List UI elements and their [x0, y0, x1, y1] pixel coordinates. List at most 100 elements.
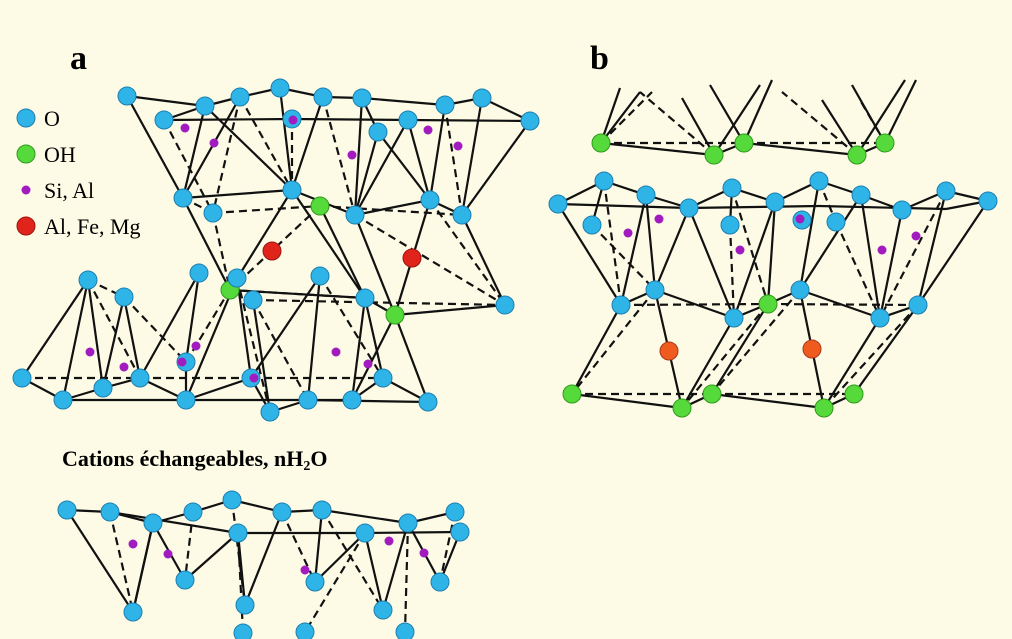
hidden-bond-line [620, 302, 769, 307]
oxygen-atom [418, 392, 438, 412]
bond-line [711, 303, 769, 395]
hidden-bond-line [163, 119, 214, 214]
oxygen-atom [233, 623, 253, 639]
hidden-bond-line [403, 522, 410, 633]
silicon-aluminium-atom [209, 138, 219, 148]
legend-label-octahedral-cations: Al, Fe, Mg [44, 214, 141, 239]
panel-label-a: a [70, 40, 87, 77]
bond-line [460, 97, 484, 216]
oxygen-atom [720, 215, 740, 235]
oxygen-atom [450, 522, 470, 542]
hidden-bond-line [429, 199, 506, 306]
oxygen-atom [495, 295, 515, 315]
octahedral-cation-atom [262, 241, 282, 261]
bond-line [654, 288, 735, 320]
oxygen-atom [582, 215, 602, 235]
oxygen-atom [373, 600, 393, 620]
octahedral-cation-atom [402, 248, 422, 268]
silicon-aluminium-atom [21, 185, 31, 195]
bond-line [600, 141, 715, 157]
bond-line [859, 194, 882, 319]
oxygen-atom [57, 500, 77, 520]
oxygen-atom [430, 572, 450, 592]
bond-line [361, 96, 446, 107]
silicon-aluminium-atom [654, 214, 664, 224]
oxygen-atom [445, 502, 465, 522]
bond-line [353, 131, 380, 216]
oxygen-atom [472, 88, 492, 108]
bond-line [818, 204, 947, 211]
hydroxyl-atom [16, 144, 36, 164]
hydroxyl-atom [875, 133, 895, 153]
oxygen-atom [176, 390, 196, 410]
octahedral-cation-atom [16, 216, 36, 236]
bond-line [243, 511, 284, 606]
silicon-aluminium-atom [177, 357, 187, 367]
oxygen-atom [53, 390, 73, 410]
bond-line [394, 303, 506, 317]
silicon-aluminium-atom [363, 359, 373, 369]
oxygen-atom [645, 280, 665, 300]
bond-line [407, 118, 531, 123]
oxygen-atom [594, 171, 614, 191]
caption-suffix: O [310, 446, 328, 471]
bond-line [732, 201, 777, 319]
silicon-aluminium-atom [119, 362, 129, 372]
oxygen-atom [260, 402, 280, 422]
silicon-aluminium-atom [163, 549, 173, 559]
hydroxyl-atom [844, 384, 864, 404]
silicon-aluminium-atom [911, 231, 921, 241]
silicon-aluminium-atom [331, 347, 341, 357]
bond-line [688, 204, 820, 210]
oxygen-atom [143, 513, 163, 533]
bond-line [599, 87, 622, 144]
oxygen-atom [398, 110, 418, 130]
oxygen-atom [312, 500, 332, 520]
oxygen-atom [100, 502, 120, 522]
hydroxyl-atom [814, 398, 834, 418]
hidden-bond-line [183, 511, 195, 581]
bond-line [235, 277, 253, 379]
bond-line [681, 97, 715, 156]
bond-line [557, 203, 622, 306]
bond-line [799, 194, 862, 291]
bond-line [350, 297, 367, 401]
oxygen-atom [398, 513, 418, 533]
oxygen-atom [154, 110, 174, 130]
bond-line [406, 119, 432, 201]
oxygen-atom [78, 270, 98, 290]
oxygen-atom [228, 523, 248, 543]
oxygen-atom [611, 295, 631, 315]
bond-line [461, 214, 506, 306]
bond-line [743, 141, 858, 157]
bond-line [381, 522, 410, 611]
oxygen-atom [130, 368, 150, 388]
silicon-aluminium-atom [85, 347, 95, 357]
silicon-aluminium-atom [384, 536, 394, 546]
oxygen-atom [636, 185, 656, 205]
bond-line [182, 197, 231, 291]
oxygen-atom [352, 88, 372, 108]
oxygen-atom [270, 78, 290, 98]
bond-line [61, 279, 90, 401]
bond-line [122, 296, 142, 379]
bond-line [126, 94, 206, 108]
bond-line [557, 202, 690, 210]
oxygen-atom [235, 595, 255, 615]
hydroxyl-atom [385, 305, 405, 325]
hydroxyl-atom [310, 196, 330, 216]
oxygen-atom [520, 111, 540, 131]
bond-line [766, 201, 777, 305]
bond-line [856, 79, 906, 156]
hidden-bond-line [602, 180, 623, 306]
oxygen-atom [310, 266, 330, 286]
silicon-aluminium-atom [180, 123, 190, 133]
bond-line [713, 84, 761, 156]
oxygen-atom [420, 190, 440, 210]
bond-line [742, 79, 774, 144]
oxygen-atom [295, 622, 315, 639]
oxygen-atom [722, 178, 742, 198]
bond-line [681, 317, 735, 409]
hidden-bond-line [443, 104, 464, 216]
oxygen-atom [765, 192, 785, 212]
